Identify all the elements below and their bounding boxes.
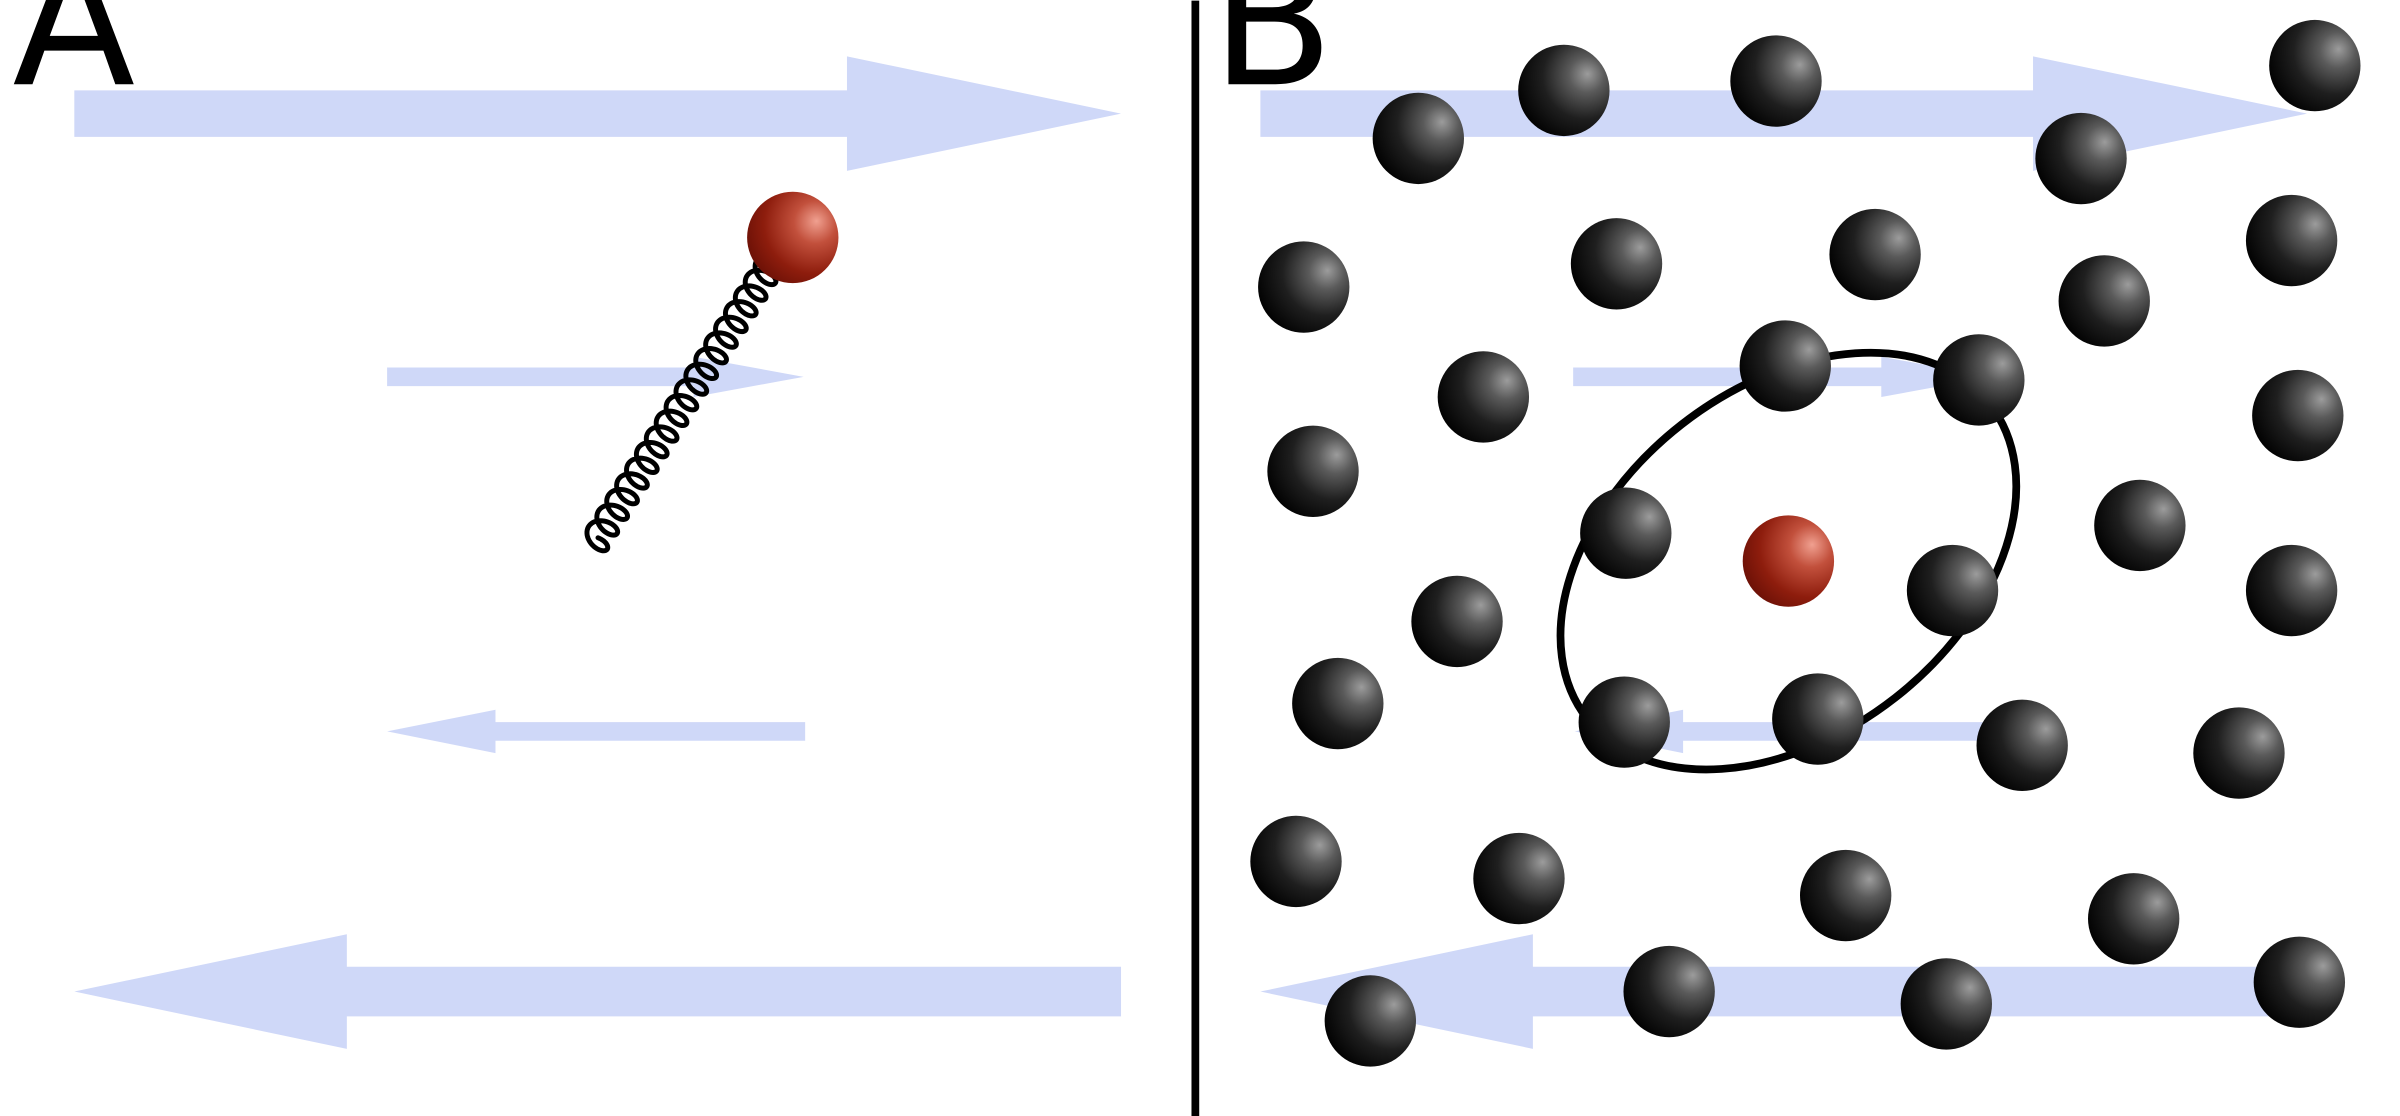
solvent-particle [1250, 815, 1342, 908]
solvent-particle [1739, 320, 1831, 412]
solvent-particles [1250, 19, 2361, 1067]
tracer-particle [747, 191, 839, 284]
solvent-particle [1258, 241, 1350, 333]
solvent-particle [2058, 255, 2150, 347]
solvent-particle [1292, 657, 1384, 750]
solvent-particle [1324, 975, 1416, 1067]
solvent-particle [1976, 699, 2068, 792]
tracer-particle [1742, 515, 1835, 607]
solvent-particle [1900, 958, 1992, 1050]
solvent-particle [1437, 351, 1530, 443]
solvent-particle [2193, 707, 2285, 799]
solvent-particle [1800, 849, 1892, 942]
solvent-particle [1933, 334, 2025, 426]
solvent-particle [2094, 479, 2186, 572]
solvent-particle [1623, 945, 1715, 1038]
solvent-particle [1267, 425, 1359, 517]
solvent-particle [1578, 676, 1670, 768]
solvent-particle [1829, 208, 1921, 301]
solvent-particle [2253, 936, 2346, 1028]
solvent-particle [2269, 19, 2361, 112]
solvent-particle [1518, 44, 1610, 137]
solvent-particle [1580, 487, 1672, 579]
solvent-particle [2035, 112, 2127, 205]
solvent-particle [2252, 369, 2344, 462]
flow-arrow-right-large [74, 56, 1122, 171]
solvent-particle [2245, 544, 2338, 637]
solvent-particle [1730, 35, 1822, 127]
panel-b: B [1211, 0, 2361, 1067]
solvent-particle [1372, 92, 1464, 185]
solvent-particle [2245, 194, 2338, 287]
flow-arrow-left-large [1260, 934, 2308, 1049]
flow-arrow-left-large [74, 934, 1122, 1049]
panel-a: A [12, 0, 1122, 1049]
flow-arrow-right-small [387, 356, 804, 397]
solvent-particle [1411, 575, 1503, 668]
solvent-particle [1772, 673, 1864, 765]
spring-coil [584, 252, 779, 554]
solvent-particle [1473, 832, 1565, 925]
solvent-particle [1906, 544, 1999, 637]
flow-arrow-left-small [387, 709, 806, 754]
solvent-particle [1570, 218, 1663, 310]
solvent-particle [2088, 873, 2180, 965]
